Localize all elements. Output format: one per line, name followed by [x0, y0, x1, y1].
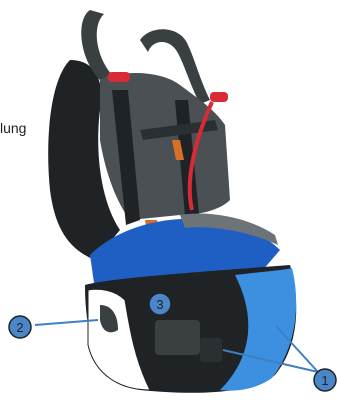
callout-2-label: 2 [16, 320, 23, 335]
left-carabiner [108, 72, 130, 82]
callout-3-label: 3 [156, 297, 163, 312]
reserve-container [155, 320, 200, 355]
cut-off-label: lung [0, 120, 26, 136]
right-carabiner [210, 92, 228, 102]
callout-1-label: 1 [321, 373, 328, 388]
pocket-zip [200, 338, 222, 362]
